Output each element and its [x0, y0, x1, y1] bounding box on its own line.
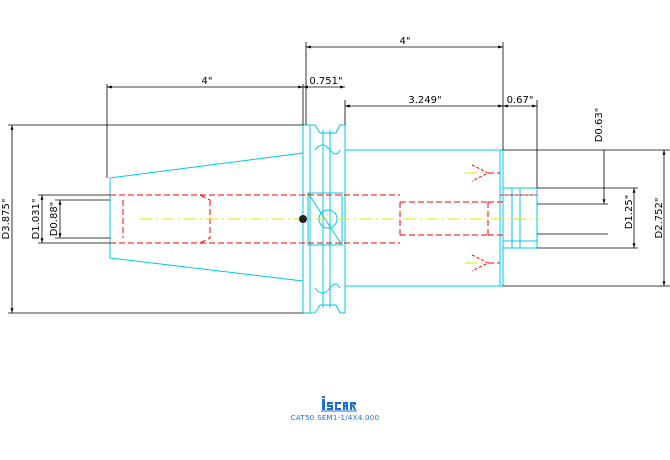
- dim-nose-length: 0.67": [507, 95, 534, 106]
- center-line: [140, 172, 540, 264]
- gauge-point-marker: [299, 215, 307, 223]
- dim-bore-out-diameter: D1.25": [624, 195, 635, 230]
- dim-body-diameter: D2.752": [654, 198, 665, 239]
- dimension-labels: 4" 4" 0.751" 3.249" 0.67" D3.875" D1.031…: [1, 36, 665, 239]
- dim-taper-length: 4": [202, 76, 213, 87]
- dimension-lines: [8, 42, 670, 314]
- dim-bore-small-diameter: D0.88": [49, 202, 60, 237]
- body-outline: [345, 149, 504, 287]
- dim-clamp-diameter: D0.63": [594, 108, 605, 143]
- dim-taper-diameter: D3.875": [1, 199, 12, 240]
- flange-outline: [302, 124, 346, 314]
- dim-body-length: 3.249": [408, 95, 441, 106]
- iscar-logo-icon: [321, 396, 357, 412]
- part-caption: CAT50 SEM1-1/4X4.000: [290, 414, 380, 422]
- dim-flange: 0.751": [309, 76, 342, 87]
- dim-overall-top: 4": [400, 36, 411, 47]
- taper-outline: [109, 152, 304, 282]
- dim-bore-in-diameter: D1.031": [31, 199, 42, 240]
